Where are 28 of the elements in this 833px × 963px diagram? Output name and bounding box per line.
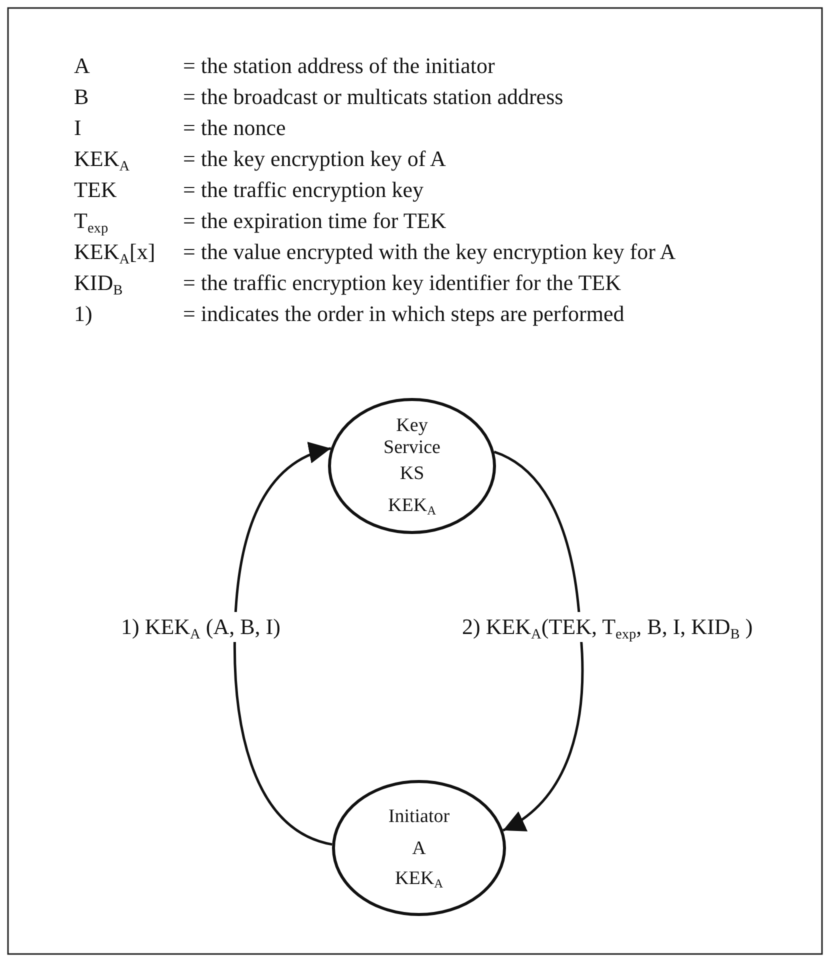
node-text: Initiator <box>388 806 450 828</box>
node-text: Key Service <box>382 415 442 459</box>
symbol-term: B <box>74 86 89 108</box>
symbol-term: KEK$_{A}$[x] <box>74 241 156 263</box>
node-text: A <box>412 838 426 860</box>
symbol-term: 1) <box>74 303 92 325</box>
node-text: KEK$_{A}$ <box>388 494 436 517</box>
ellipse-node <box>328 398 496 534</box>
arrow <box>494 450 584 832</box>
node-text: KS <box>400 463 424 485</box>
symbol-term: A <box>74 55 90 77</box>
symbol-term: I <box>74 117 82 139</box>
definition-text: = the station address of the initiator <box>183 55 495 77</box>
symbol-term: TEK <box>74 179 117 201</box>
arrow <box>233 443 332 846</box>
definition-text: = the expiration time for TEK <box>183 210 446 232</box>
node-text: KEK$_{A}$ <box>395 868 443 890</box>
symbol-term: KID$_{B}$ <box>74 272 123 294</box>
definition-text: = the broadcast or multicats station address <box>183 86 564 108</box>
definition-text: = indicates the order in which steps are performed <box>183 303 624 325</box>
definition-text: = the key encryption key of A <box>183 148 446 170</box>
edge-label: 2) KEK$_{A}$(TEK, T$_{exp}$, B, I, KID$_{B}$ ) <box>460 612 755 642</box>
ellipse-node <box>332 780 506 916</box>
symbol-term: KEK$_{A}$ <box>74 148 130 170</box>
definition-text: = the traffic encryption key identifier for the TEK <box>183 272 621 294</box>
definition-text: = the value encrypted with the key encryption key for A <box>183 241 676 263</box>
definition-text: = the nonce <box>183 117 286 139</box>
definition-text: = the traffic encryption key <box>183 179 424 201</box>
